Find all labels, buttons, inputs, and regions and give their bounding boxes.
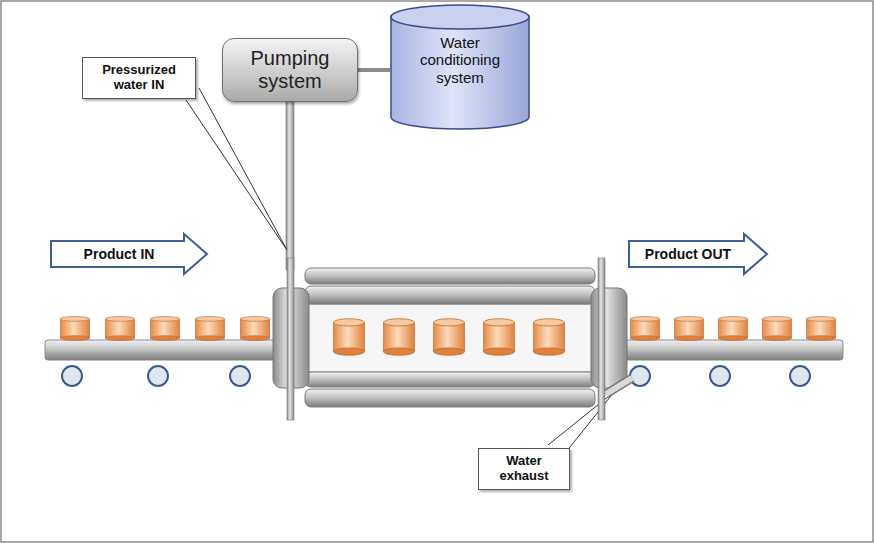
chamber-tube [305,268,595,284]
tie-rod [598,258,605,420]
callout-box: Water exhaust [478,448,570,490]
leader-line [186,100,287,250]
text-group: Product IN [78,246,181,262]
chamber-tube [305,286,595,304]
node-label: Pressurized water IN [89,63,189,93]
callout-box: Pressurized water IN [82,57,196,99]
node-label: Water conditioning system [410,34,510,86]
text-group: Water exhaust [485,454,563,484]
conveyor-belt [45,340,285,360]
text-group: Pressurized water IN [89,63,189,93]
node-label: Product OUT [645,246,731,262]
arrow-shape [629,234,767,274]
conveyor-belt [615,340,843,360]
chamber-interior [305,304,595,372]
tank-cylinder: Water conditioning system [390,4,530,130]
process-box: Pumping system [222,38,358,102]
pressure-pipe [286,102,294,270]
text-group: Product OUT [639,246,757,262]
arrow-shape [51,234,207,274]
connector-pipe [358,68,390,72]
node-label: Pumping system [223,47,357,93]
chamber-flange [591,288,627,388]
tie-rod [287,258,294,420]
chamber-tube [305,372,595,387]
node-label: Water exhaust [485,454,563,484]
chamber-tube [305,389,595,407]
text-group: Water conditioning system [410,34,510,86]
product-cans [61,316,836,355]
leader-line [199,88,287,250]
cylinder-top [391,5,529,29]
text-group: Pumping system [223,47,357,93]
flow-arrow: Product IN [50,233,208,275]
cylinder-body [391,16,529,129]
exhaust-pipe [606,378,632,394]
exhaust-pipe [606,378,632,394]
flow-arrow: Product OUT [628,233,768,275]
node-label: Product IN [84,246,155,262]
